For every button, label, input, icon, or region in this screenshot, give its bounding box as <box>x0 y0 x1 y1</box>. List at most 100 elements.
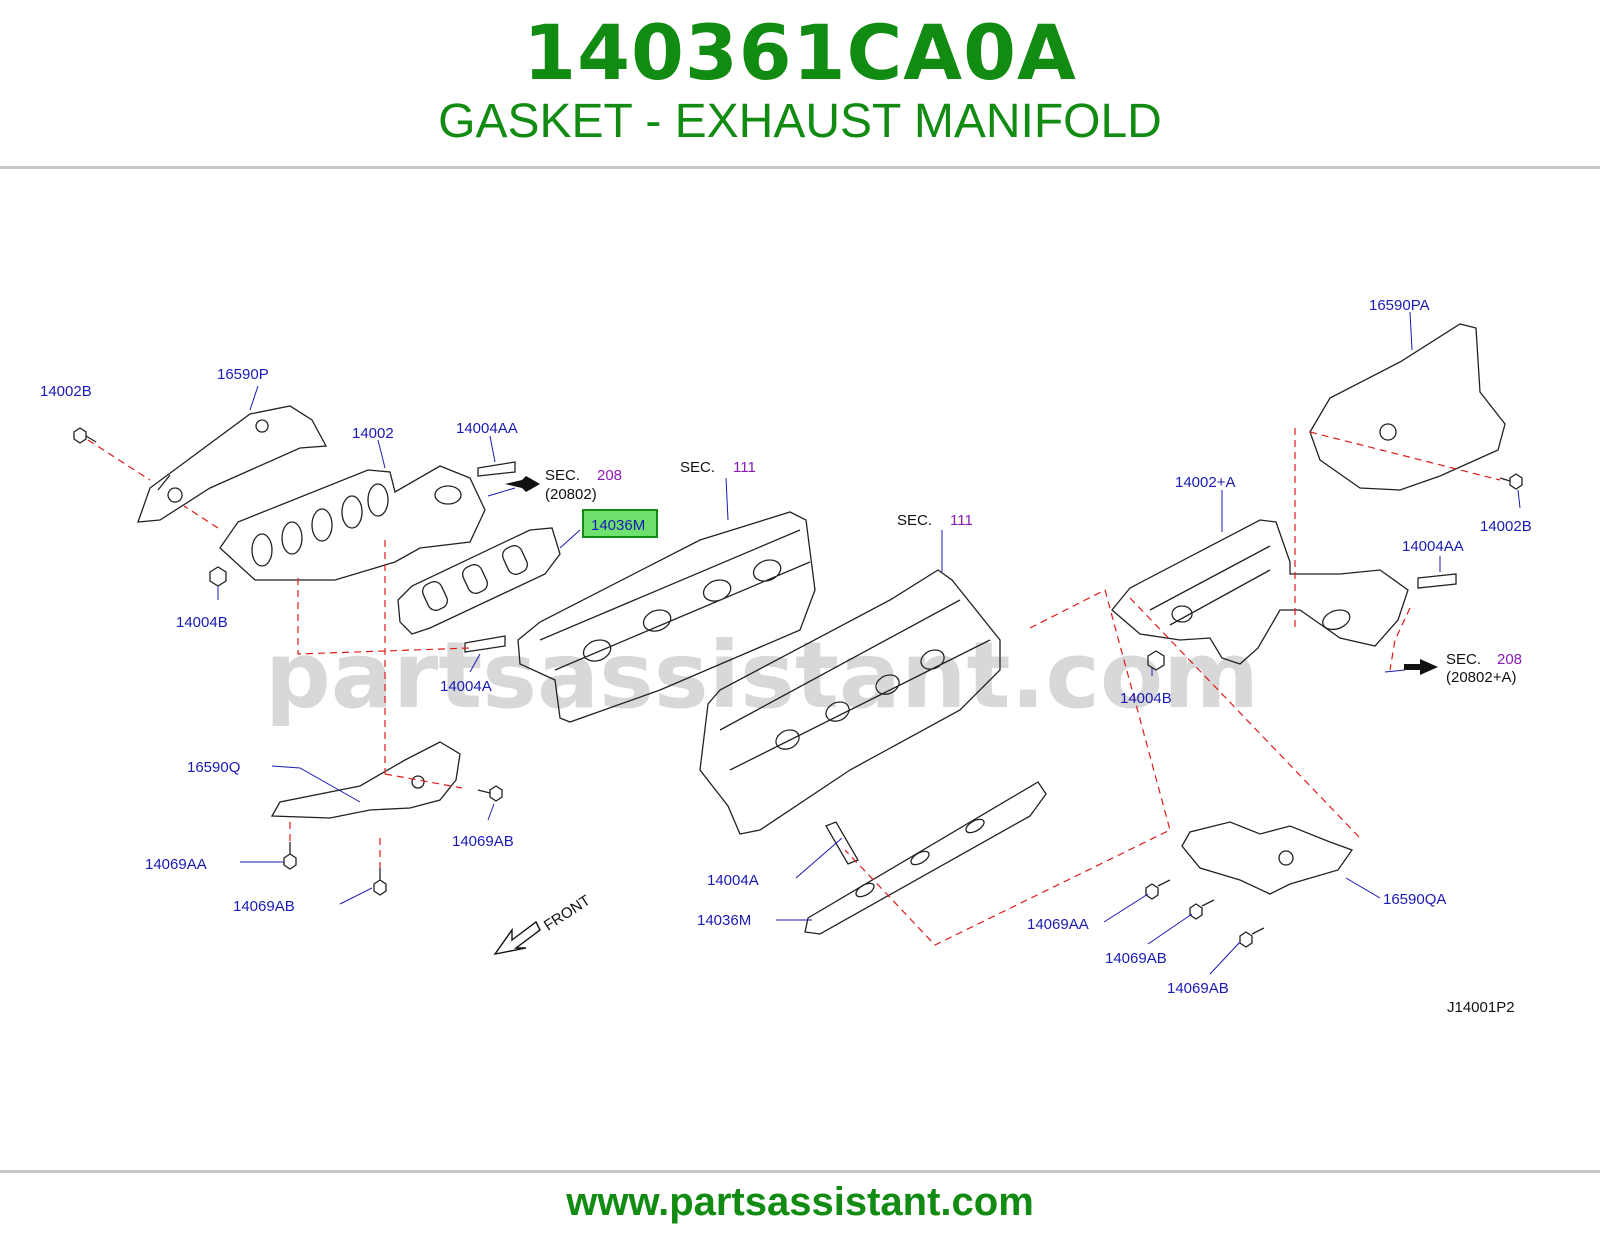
bolt-14069aa-right <box>1145 879 1171 900</box>
gasket-mid-port-1 <box>855 882 875 898</box>
leader-sec111-left <box>725 477 729 521</box>
label-14069aa-left[interactable]: 14069AA <box>145 856 207 873</box>
cylinder-head-left-detail <box>539 529 811 671</box>
page-header: 140361CA0A GASKET - EXHAUST MANIFOLD <box>0 0 1600 170</box>
label-14036m-mid[interactable]: 14036M <box>697 912 751 929</box>
label-14004a-mid[interactable]: 14004A <box>707 872 759 889</box>
sec-208-left-number[interactable]: 208 <box>597 467 622 484</box>
assembly-line-5 <box>384 773 463 789</box>
arrow-sec208-right-icon <box>1404 659 1438 675</box>
shield-hole-16590q <box>411 775 425 789</box>
stud-14004aa-left <box>477 461 516 477</box>
label-14069ab-left1[interactable]: 14069AB <box>452 833 514 850</box>
label-14002b-left[interactable]: 14002B <box>40 383 92 400</box>
leader-14069aa-right <box>1103 893 1149 923</box>
assembly-line-1 <box>87 439 151 481</box>
exhaust-manifold-14002 <box>219 465 486 581</box>
front-label: FRONT <box>541 892 594 934</box>
part-number-title: 140361CA0A <box>523 8 1077 97</box>
label-16590p[interactable]: 16590P <box>217 366 269 383</box>
label-14069aa-right[interactable]: 14069AA <box>1027 916 1089 933</box>
cylinder-head-left <box>517 511 816 723</box>
manifold-right-detail <box>1149 545 1351 631</box>
gasket-14036m-mid <box>804 781 1047 935</box>
heat-shield-16590qa <box>1181 821 1354 895</box>
leader-14069ab-right2 <box>1209 941 1241 975</box>
sec-111-right-number[interactable]: 111 <box>950 512 973 529</box>
parts-diagram: partsassistant.com <box>0 170 1600 1170</box>
watermark-text: partsassistant.com <box>265 622 1259 729</box>
leader-16590q <box>271 765 361 803</box>
label-14002a[interactable]: 14002+A <box>1175 474 1235 491</box>
nut-14004b-left <box>209 566 227 587</box>
leader-sec208-left <box>487 487 516 497</box>
label-14002b-right[interactable]: 14002B <box>1480 518 1532 535</box>
bolt-14069ab-left2 <box>373 868 387 896</box>
sec-111-left-number[interactable]: 111 <box>733 459 756 476</box>
label-14004b-left[interactable]: 14004B <box>176 614 228 631</box>
sec-208-left-sub: (20802) <box>545 486 597 503</box>
label-14036m-highlighted[interactable]: 14036M <box>591 517 645 534</box>
leader-14069ab-right1 <box>1147 913 1193 945</box>
heat-shield-16590p <box>137 405 328 523</box>
gasket-port-2 <box>462 564 488 594</box>
label-14004b-right[interactable]: 14004B <box>1120 690 1172 707</box>
assembly-line-3 <box>297 578 471 655</box>
sec-111-right-word: SEC. <box>897 512 932 529</box>
label-14004aa-left[interactable]: 14004AA <box>456 420 518 437</box>
label-14004aa-right[interactable]: 14004AA <box>1402 538 1464 555</box>
figure-code: J14001P2 <box>1447 999 1515 1016</box>
manifold-port-2 <box>281 521 303 555</box>
assembly-line-9 <box>1309 431 1501 481</box>
label-14069ab-right2[interactable]: 14069AB <box>1167 980 1229 997</box>
stud-14004aa-right <box>1417 573 1457 589</box>
manifold-port-1 <box>251 533 273 567</box>
label-16590qa[interactable]: 16590QA <box>1383 891 1446 908</box>
bolt-14069aa-left <box>283 842 297 870</box>
shield-hole-16590pa <box>1379 423 1397 441</box>
sec-208-right-sub: (20802+A) <box>1446 669 1516 686</box>
arrow-sec208-left-icon <box>505 476 540 492</box>
leader-14036m-left <box>559 529 581 549</box>
sec-208-left-word: SEC. <box>545 467 580 484</box>
gasket-mid-port-3 <box>965 818 985 834</box>
label-14002[interactable]: 14002 <box>352 425 394 442</box>
diagram-canvas: partsassistant.com <box>40 297 1532 1016</box>
leader-16590pa <box>1409 311 1413 351</box>
leader-14004aa-left <box>489 435 496 463</box>
sec-208-right-word: SEC. <box>1446 651 1481 668</box>
heat-shield-16590q <box>270 741 461 819</box>
leader-14004a-mid <box>795 837 843 879</box>
cylinder-head-right-detail <box>719 599 991 771</box>
bolt-14069ab-left1 <box>477 785 503 802</box>
leader-14004a-left <box>469 653 481 673</box>
manifold-outlet-flange <box>434 485 462 505</box>
label-14004a-left[interactable]: 14004A <box>440 678 492 695</box>
sec-111-left-word: SEC. <box>680 459 715 476</box>
label-14069ab-right1[interactable]: 14069AB <box>1105 950 1167 967</box>
exhaust-manifold-14002a <box>1111 519 1409 665</box>
stud-14004a-left <box>464 635 506 653</box>
bolt-14069ab-right1 <box>1189 899 1215 920</box>
bolt-14002b-left <box>73 427 97 444</box>
label-16590pa[interactable]: 16590PA <box>1369 297 1430 314</box>
nut-14004b-right <box>1147 650 1165 671</box>
gasket-14036m-left <box>397 527 561 635</box>
leader-14002 <box>377 439 386 469</box>
gasket-port-1 <box>422 581 448 611</box>
part-description: GASKET - EXHAUST MANIFOLD <box>438 95 1162 148</box>
gasket-mid-port-2 <box>910 850 930 866</box>
label-14069ab-left2[interactable]: 14069AB <box>233 898 295 915</box>
label-16590q[interactable]: 16590Q <box>187 759 240 776</box>
sec-208-right-number[interactable]: 208 <box>1497 651 1522 668</box>
leader-14069ab-left1 <box>487 803 495 821</box>
manifold-port-4 <box>341 495 363 529</box>
footer-divider <box>0 1170 1600 1173</box>
leader-16590qa <box>1345 877 1381 899</box>
footer-website-link[interactable]: www.partsassistant.com <box>566 1180 1034 1224</box>
highlight-box <box>582 509 658 538</box>
leader-sec208-right <box>1384 669 1406 673</box>
cylinder-head-right <box>699 569 1001 835</box>
bolt-14069ab-right2 <box>1239 927 1265 948</box>
manifold-port-5 <box>367 483 389 517</box>
